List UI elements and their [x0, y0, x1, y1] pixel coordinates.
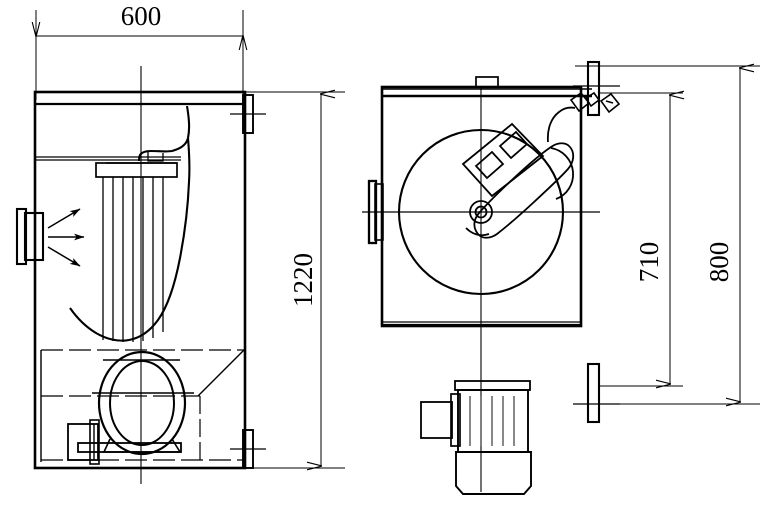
front-cabinet-outline [33, 90, 247, 470]
door-latch-mechanism [461, 106, 576, 239]
air-flow-arrows [47, 208, 85, 267]
mounting-lug-bottom-front [230, 429, 266, 469]
heating-bank-header [95, 162, 178, 178]
mounting-flange-bottom-right [573, 362, 620, 424]
motor-terminal-box-front [67, 419, 100, 465]
drum-rim-detail [147, 152, 164, 162]
dim-800 [575, 66, 760, 404]
dim-label-1220: 1220 [288, 253, 318, 307]
motor-base-plate [77, 442, 182, 453]
dim-label-710: 710 [634, 242, 664, 283]
dim-label-800: 800 [704, 242, 734, 283]
drum-contour [69, 105, 191, 342]
dim-710 [600, 93, 683, 386]
connector-socket-icon [599, 92, 621, 114]
mounting-lug-top-front [230, 94, 266, 134]
mounting-flange-top-right [573, 60, 620, 117]
hopper-diagonal [197, 349, 245, 397]
motor-terminal-box-side [420, 393, 461, 447]
dim-label-600: 600 [121, 1, 162, 31]
heating-element-tubes [102, 177, 164, 342]
motor-foot [455, 451, 532, 495]
top-handle-tab [475, 76, 499, 88]
air-outlet-port [15, 207, 45, 266]
motor-outer-body [97, 350, 187, 456]
motor-cooling-fins [469, 396, 515, 446]
motor-inner-body [109, 360, 175, 446]
drive-motor [454, 380, 532, 495]
